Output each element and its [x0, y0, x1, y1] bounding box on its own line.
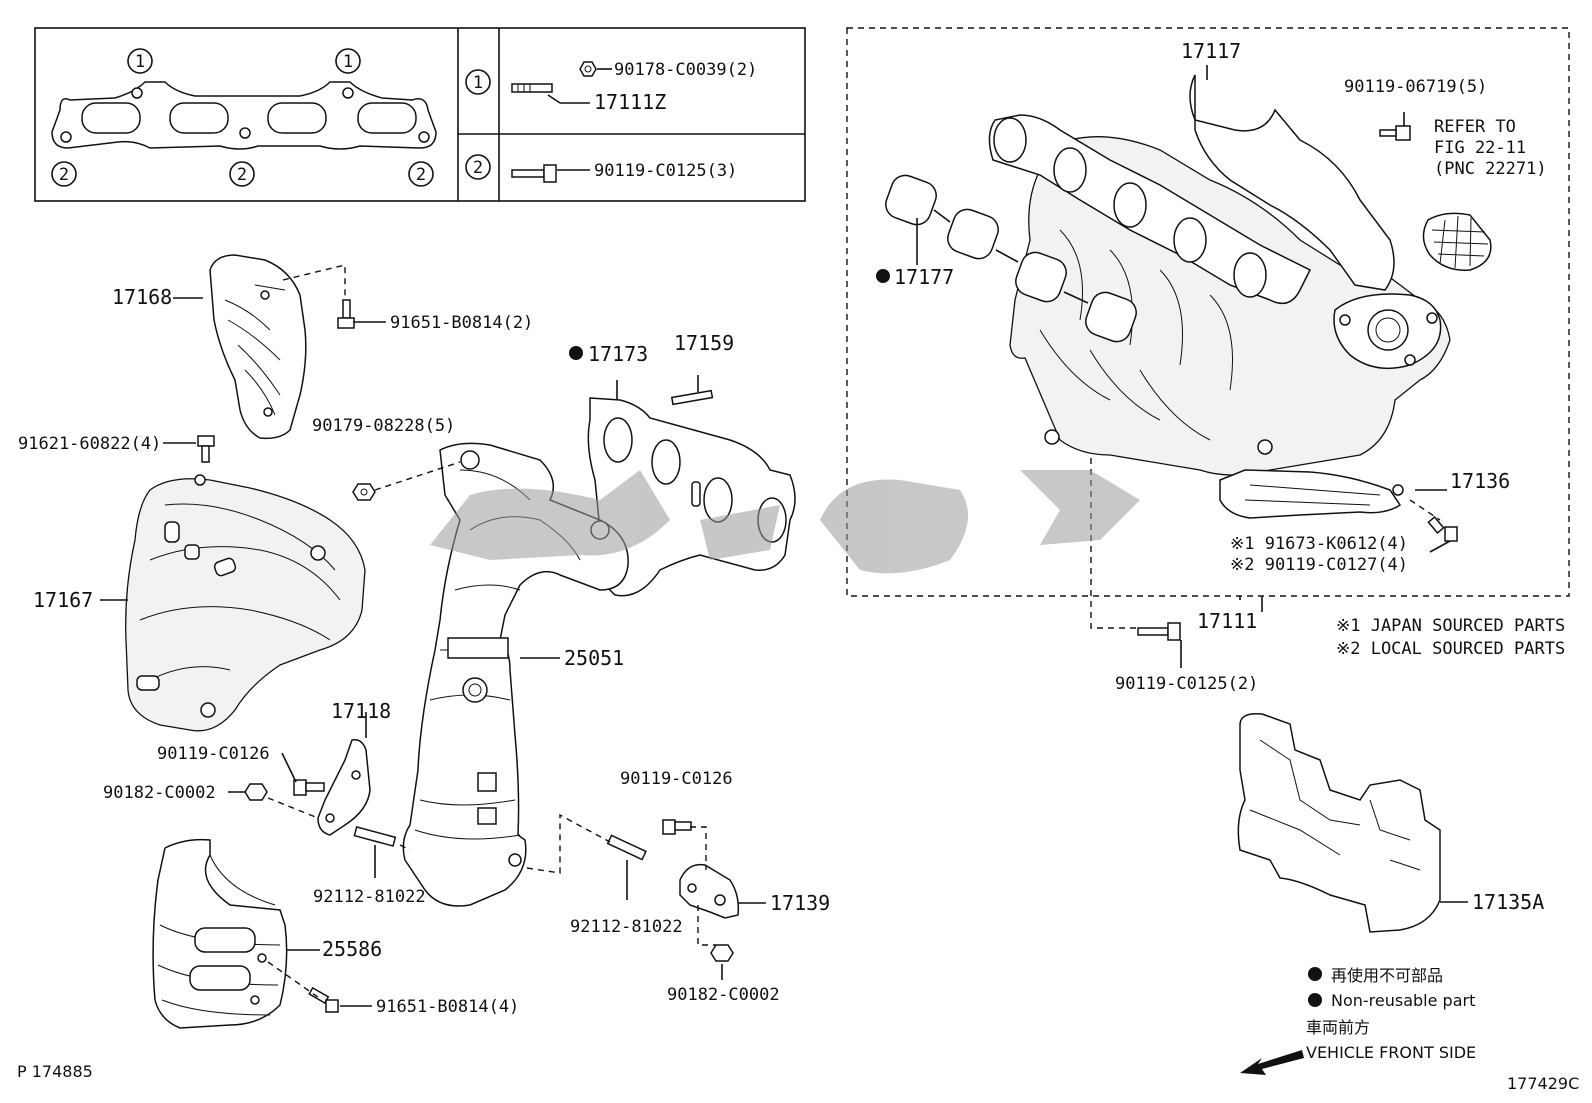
- bullet-icon: [1308, 993, 1322, 1007]
- label-91651-B0814-2: 91651-B0814(2): [390, 313, 533, 333]
- bolt-90119-C0126-a-icon: [293, 779, 325, 796]
- stud-92112-81022-a-icon: [353, 826, 397, 847]
- bolt-90119-C0125-2-icon: [1137, 622, 1181, 641]
- heat-insulator-17168-drawing: [209, 254, 307, 440]
- figure-code-right: 177429C: [1507, 1074, 1579, 1093]
- figure-code-left: P 174885: [17, 1062, 93, 1081]
- note-japan-sourced: ※1 JAPAN SOURCED PARTS: [1336, 616, 1565, 636]
- svg-text:2: 2: [237, 165, 247, 185]
- bolt-90119-C0126-b-icon: [662, 819, 692, 835]
- label-90119-C0127: ※2 90119-C0127(4): [1230, 555, 1408, 575]
- label-92112-81022-b: 92112-81022: [570, 917, 683, 937]
- label-90182-C0002-b: 90182-C0002: [667, 985, 780, 1005]
- nut-90182-C0002-b-icon: [710, 944, 734, 962]
- label-17136: 17136: [1450, 469, 1510, 493]
- bolt-91651-B0814-2-icon: [337, 299, 355, 329]
- svg-text:1: 1: [135, 52, 145, 72]
- intake-gasket-17177-drawing: [885, 174, 1137, 343]
- exhaust-gasket-drawing: [51, 81, 437, 150]
- refer-line-3: (PNC 22271): [1434, 159, 1547, 179]
- label-17167: 17167: [33, 588, 93, 612]
- circle-marker-2-left: 2: [51, 161, 77, 187]
- intake-manifold-group-box: [846, 27, 1570, 597]
- label-90178-C0039: 90178-C0039(2): [614, 60, 757, 80]
- bullet-icon: [1308, 967, 1322, 981]
- label-17139: 17139: [770, 891, 830, 915]
- label-91673-K0612: ※1 91673-K0612(4): [1230, 534, 1408, 554]
- throttle-body-reference-icon: [1422, 212, 1492, 271]
- svg-text:1: 1: [343, 52, 353, 72]
- heat-insulator-17136-drawing: [1219, 469, 1404, 519]
- label-90182-C0002-a: 90182-C0002: [103, 783, 216, 803]
- note-local-sourced: ※2 LOCAL SOURCED PARTS: [1336, 639, 1565, 659]
- stud-92112-81022-b-icon: [606, 834, 647, 861]
- label-17177: 17177: [894, 265, 954, 289]
- legend-row-2: 2 90119-C0125(3): [465, 154, 737, 183]
- label-17111Z: 17111Z: [594, 90, 666, 114]
- label-92112-81022-a: 92112-81022: [313, 887, 426, 907]
- bracket-17118-drawing: [317, 738, 371, 836]
- bolt-91673-icon: [1427, 516, 1458, 542]
- circle-marker-1-right: 1: [335, 48, 361, 74]
- footer-legend: 再使用不可部品 Non-reusable part 車両前方 VEHICLE F…: [17, 966, 1579, 1093]
- heat-insulator-17167-drawing: [125, 474, 366, 732]
- stud-icon: [511, 83, 553, 93]
- circle-marker-2-right: 2: [408, 161, 434, 187]
- nonreusable-jp: 再使用不可部品: [1331, 966, 1443, 985]
- intake-manifold-drawing: [988, 74, 1451, 476]
- label-25586: 25586: [322, 937, 382, 961]
- label-17173: 17173: [588, 342, 648, 366]
- nonreusable-en: Non-reusable part: [1331, 991, 1475, 1010]
- nut-90179-08228-icon: [352, 483, 376, 501]
- label-25051: 25051: [564, 646, 624, 670]
- bolt-icon: [511, 169, 545, 178]
- nut-90182-C0002-a-icon: [244, 783, 268, 801]
- non-reusable-dot: [569, 346, 583, 360]
- front-direction-arrow-icon: [1240, 1050, 1304, 1075]
- svg-text:1: 1: [473, 73, 483, 93]
- gasket-legend-box: 1 1 2 2 2 1 90178-C0039(: [34, 27, 806, 202]
- circle-marker-1-left: 1: [127, 48, 153, 74]
- label-91621-60822: 91621-60822(4): [18, 434, 161, 454]
- label-91651-B0814-4: 91651-B0814(4): [376, 997, 519, 1017]
- label-90179-08228: 90179-08228(5): [312, 416, 455, 436]
- circle-marker-2-mid: 2: [229, 161, 255, 187]
- watermark-logo: [430, 470, 1140, 574]
- heat-insulator-25586-drawing: [152, 838, 288, 1029]
- svg-text:2: 2: [416, 165, 426, 185]
- engine-cover-17135A-drawing: [1237, 712, 1441, 933]
- bolt-91651-B0814-4-icon: [308, 986, 339, 1013]
- svg-text:2: 2: [59, 165, 69, 185]
- nut-icon: [579, 61, 597, 77]
- legend-row-1: 1 90178-C0039(2) 17111Z: [465, 60, 757, 114]
- label-90119-C0125-3: 90119-C0125(3): [594, 161, 737, 181]
- bolt-90119-06719-icon: [1379, 125, 1411, 141]
- svg-text:2: 2: [473, 158, 483, 178]
- label-17118: 17118: [331, 699, 391, 723]
- refer-line-2: FIG 22-11: [1434, 138, 1526, 158]
- refer-line-1: REFER TO: [1434, 117, 1516, 137]
- stud-17159-icon: [670, 389, 714, 406]
- label-17135A: 17135A: [1472, 890, 1544, 914]
- label-17111: 17111: [1197, 609, 1257, 633]
- label-17117: 17117: [1181, 39, 1241, 63]
- part-labels: 17168 91651-B0814(2) 91621-60822(4) 9017…: [18, 39, 1565, 1017]
- vehicle-front-jp: 車両前方: [1306, 1018, 1370, 1037]
- non-reusable-dot: [876, 269, 890, 283]
- label-90119-C0126-b: 90119-C0126: [620, 769, 733, 789]
- label-90119-06719: 90119-06719(5): [1344, 77, 1487, 97]
- bracket-17139-drawing: [679, 863, 740, 919]
- vehicle-front-en: VEHICLE FRONT SIDE: [1306, 1043, 1476, 1062]
- bolt-91621-60822-icon: [197, 435, 215, 463]
- label-17159: 17159: [674, 331, 734, 355]
- exhaust-manifold-converter-25051-drawing: [402, 442, 629, 907]
- label-90119-C0125-2: 90119-C0125(2): [1115, 674, 1258, 694]
- label-17168: 17168: [112, 285, 172, 309]
- label-90119-C0126-a: 90119-C0126: [157, 744, 270, 764]
